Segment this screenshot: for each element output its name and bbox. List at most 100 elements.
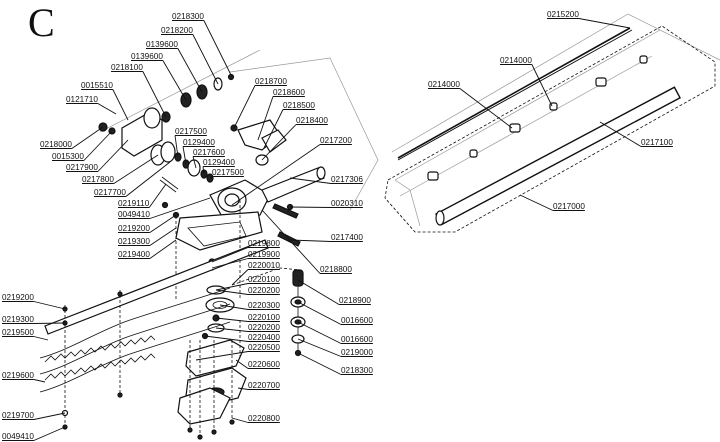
part-number-label: 0139600 [131, 52, 163, 61]
leader-line [297, 321, 342, 344]
leader-line [219, 304, 249, 310]
shaft-tube-assembly [384, 13, 720, 233]
part-number-label: 0219300 [2, 315, 34, 324]
leader-line [599, 121, 642, 147]
leader-line [71, 126, 104, 149]
part-number-label: 0217200 [320, 136, 352, 145]
part-number-label: 0129400 [203, 158, 235, 167]
leader-line [231, 417, 249, 423]
part-number-label: 0217400 [331, 233, 363, 242]
part-number-label: 0219400 [118, 250, 150, 259]
part-number-label: 0020310 [331, 199, 363, 208]
part-number-label: 0219700 [2, 411, 34, 420]
leader-line [257, 96, 274, 141]
leader-line [149, 239, 177, 259]
part-number-label: 0219900 [248, 250, 280, 259]
part-number-label: 0218300 [172, 12, 204, 21]
leader-line [231, 269, 249, 286]
leader-line [125, 161, 171, 197]
part-number-label: 0218700 [255, 77, 287, 86]
leader-line [235, 359, 249, 369]
leader-line [97, 103, 117, 115]
part-number-label: 0217000 [553, 202, 585, 211]
leader-line [289, 177, 332, 184]
leader-line [203, 20, 233, 78]
part-number-label: 0218400 [296, 116, 328, 125]
part-labels: 0218300021820001396000139600021810000155… [2, 10, 673, 441]
leader-line [33, 412, 66, 420]
leader-line [192, 156, 197, 169]
part-number-label: 0218500 [283, 101, 315, 110]
leader-line [237, 387, 249, 390]
leader-line [142, 71, 167, 118]
part-number-label: 0016600 [341, 316, 373, 325]
part-number-label: 0218600 [273, 88, 305, 97]
part-number-label: 0217100 [641, 138, 673, 147]
part-number-label: 0220100 [248, 275, 280, 284]
leader-line [459, 88, 513, 129]
part-number-label: 0220400 [248, 333, 280, 342]
leader-line [113, 154, 159, 184]
part-number-label: 0217500 [175, 127, 207, 136]
part-number-label: 0218800 [320, 265, 352, 274]
part-number-label: 0219800 [248, 239, 280, 248]
part-number-label: 0220200 [248, 286, 280, 295]
part-number-label: 0218200 [161, 26, 193, 35]
part-number-label: 0219500 [2, 328, 34, 337]
part-number-label: 0129400 [183, 138, 215, 147]
part-number-label: 0220300 [248, 301, 280, 310]
leader-line [162, 60, 187, 101]
part-number-label: 0214000 [428, 80, 460, 89]
leader-line [215, 283, 249, 291]
leader-line [215, 289, 249, 295]
leader-line [149, 197, 211, 219]
part-number-label: 0219200 [118, 224, 150, 233]
blade-assembly [39, 239, 269, 430]
leader-line [297, 301, 342, 325]
leader-line [195, 351, 249, 361]
part-number-label: 0214000 [500, 56, 532, 65]
part-number-label: 0220200 [248, 323, 280, 332]
part-number-label: 0215200 [547, 10, 579, 19]
part-number-label: 0219300 [118, 237, 150, 246]
leader-line [177, 48, 203, 93]
leader-line [519, 194, 554, 211]
part-number-label: 0049410 [2, 432, 34, 441]
part-number-label: 0139600 [146, 40, 178, 49]
leader-line [33, 336, 49, 341]
leader-line [97, 139, 129, 172]
section-letter: C [28, 0, 55, 45]
leader-line [174, 135, 179, 158]
leader-line [149, 214, 177, 233]
leader-line [112, 89, 129, 121]
leader-line [289, 206, 332, 208]
part-number-label: 0220600 [248, 360, 280, 369]
leader-line [149, 227, 177, 246]
leader-line [263, 109, 284, 149]
leader-line [211, 258, 249, 269]
part-number-label: 0217600 [193, 148, 225, 157]
leader-line [33, 426, 66, 441]
part-number-label: 0219000 [341, 348, 373, 357]
part-number-label: 0015300 [52, 152, 84, 161]
leader-line [215, 317, 249, 322]
leader-line [261, 209, 321, 274]
part-number-label: 0217800 [82, 175, 114, 184]
part-number-label: 0220100 [248, 313, 280, 322]
leader-line [148, 183, 167, 208]
leader-line [289, 239, 332, 242]
leader-line [297, 352, 342, 375]
leader-line [531, 64, 553, 107]
leader-line [33, 322, 66, 324]
part-number-label: 0218000 [40, 140, 72, 149]
leader-line [231, 144, 321, 206]
leader-line [233, 85, 256, 129]
part-number-label: 0220500 [248, 343, 280, 352]
part-number-label: 0220010 [248, 261, 280, 270]
leader-line [297, 279, 340, 305]
leader-line [204, 335, 249, 342]
part-number-label: 0220700 [248, 381, 280, 390]
part-number-label: 0218100 [111, 63, 143, 72]
part-number-label: 0217900 [66, 163, 98, 172]
